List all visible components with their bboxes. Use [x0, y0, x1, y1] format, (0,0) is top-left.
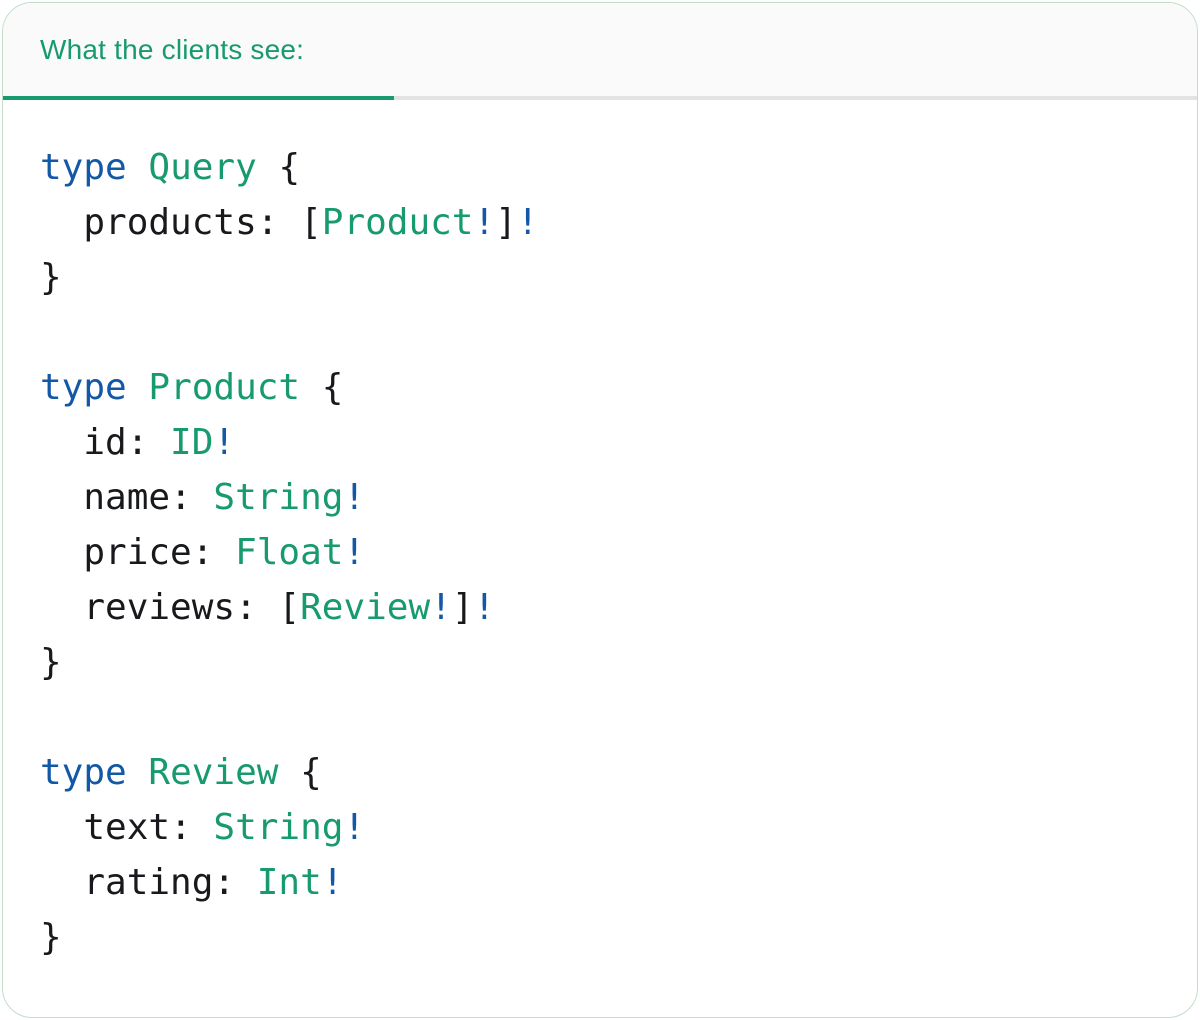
- code-token-plain: }: [40, 917, 62, 958]
- code-line: }: [40, 910, 1167, 965]
- code-token-keyword: type: [40, 147, 127, 188]
- code-token-plain: ]: [495, 202, 517, 243]
- code-token-plain: [127, 147, 149, 188]
- code-token-keyword: type: [40, 752, 127, 793]
- code-token-typename: Review: [300, 587, 431, 628]
- code-token-plain: {: [300, 367, 344, 408]
- tab-label: What the clients see:: [40, 33, 305, 65]
- code-line: reviews: [Review!]!: [40, 580, 1167, 635]
- code-token-typename: String: [213, 477, 344, 518]
- code-token-plain: }: [40, 642, 62, 683]
- tab-bar: What the clients see:: [3, 3, 1197, 100]
- code-block: type Query { products: [Product!]!} type…: [3, 100, 1197, 965]
- code-token-keyword: type: [40, 367, 127, 408]
- code-token-plain: name:: [40, 477, 214, 518]
- code-token-plain: }: [40, 257, 62, 298]
- code-token-bang: !: [430, 587, 452, 628]
- code-line: type Review {: [40, 745, 1167, 800]
- tab-what-clients-see[interactable]: What the clients see:: [3, 3, 394, 100]
- code-token-plain: {: [278, 752, 322, 793]
- code-token-bang: !: [213, 422, 236, 463]
- code-line: type Query {: [40, 140, 1167, 195]
- code-line: }: [40, 635, 1167, 690]
- code-token-bang: !: [343, 807, 366, 848]
- code-line: id: ID!: [40, 415, 1167, 470]
- code-line: products: [Product!]!: [40, 195, 1167, 250]
- code-token-bang: !: [516, 202, 539, 243]
- code-token-plain: rating:: [40, 862, 257, 903]
- code-token-typename: Int: [256, 862, 322, 903]
- code-token-plain: [127, 367, 149, 408]
- code-line: price: Float!: [40, 525, 1167, 580]
- code-token-typename: ID: [170, 422, 214, 463]
- code-token-typename: String: [213, 807, 344, 848]
- code-line: name: String!: [40, 470, 1167, 525]
- code-token-plain: ]: [451, 587, 474, 628]
- code-token-typename: Product: [148, 367, 301, 408]
- code-line: [40, 690, 1167, 745]
- code-token-plain: text:: [40, 807, 214, 848]
- code-token-plain: price:: [40, 532, 236, 573]
- code-line: text: String!: [40, 800, 1167, 855]
- code-token-plain: [127, 752, 149, 793]
- code-token-typename: Product: [321, 202, 474, 243]
- code-token-bang: !: [473, 202, 496, 243]
- code-line: rating: Int!: [40, 855, 1167, 910]
- code-token-bang: !: [343, 477, 366, 518]
- code-token-bang: !: [321, 862, 344, 903]
- code-line: }: [40, 250, 1167, 305]
- code-line: type Product {: [40, 360, 1167, 415]
- code-token-plain: {: [256, 147, 301, 188]
- code-line: [40, 305, 1167, 360]
- code-token-typename: Query: [148, 147, 257, 188]
- code-token-bang: !: [343, 532, 366, 573]
- code-token-typename: Review: [148, 752, 279, 793]
- code-token-plain: id:: [40, 422, 171, 463]
- code-token-plain: reviews: [: [40, 587, 301, 628]
- code-token-bang: !: [473, 587, 496, 628]
- code-token-typename: Float: [235, 532, 344, 573]
- code-token-plain: products: [: [40, 202, 322, 243]
